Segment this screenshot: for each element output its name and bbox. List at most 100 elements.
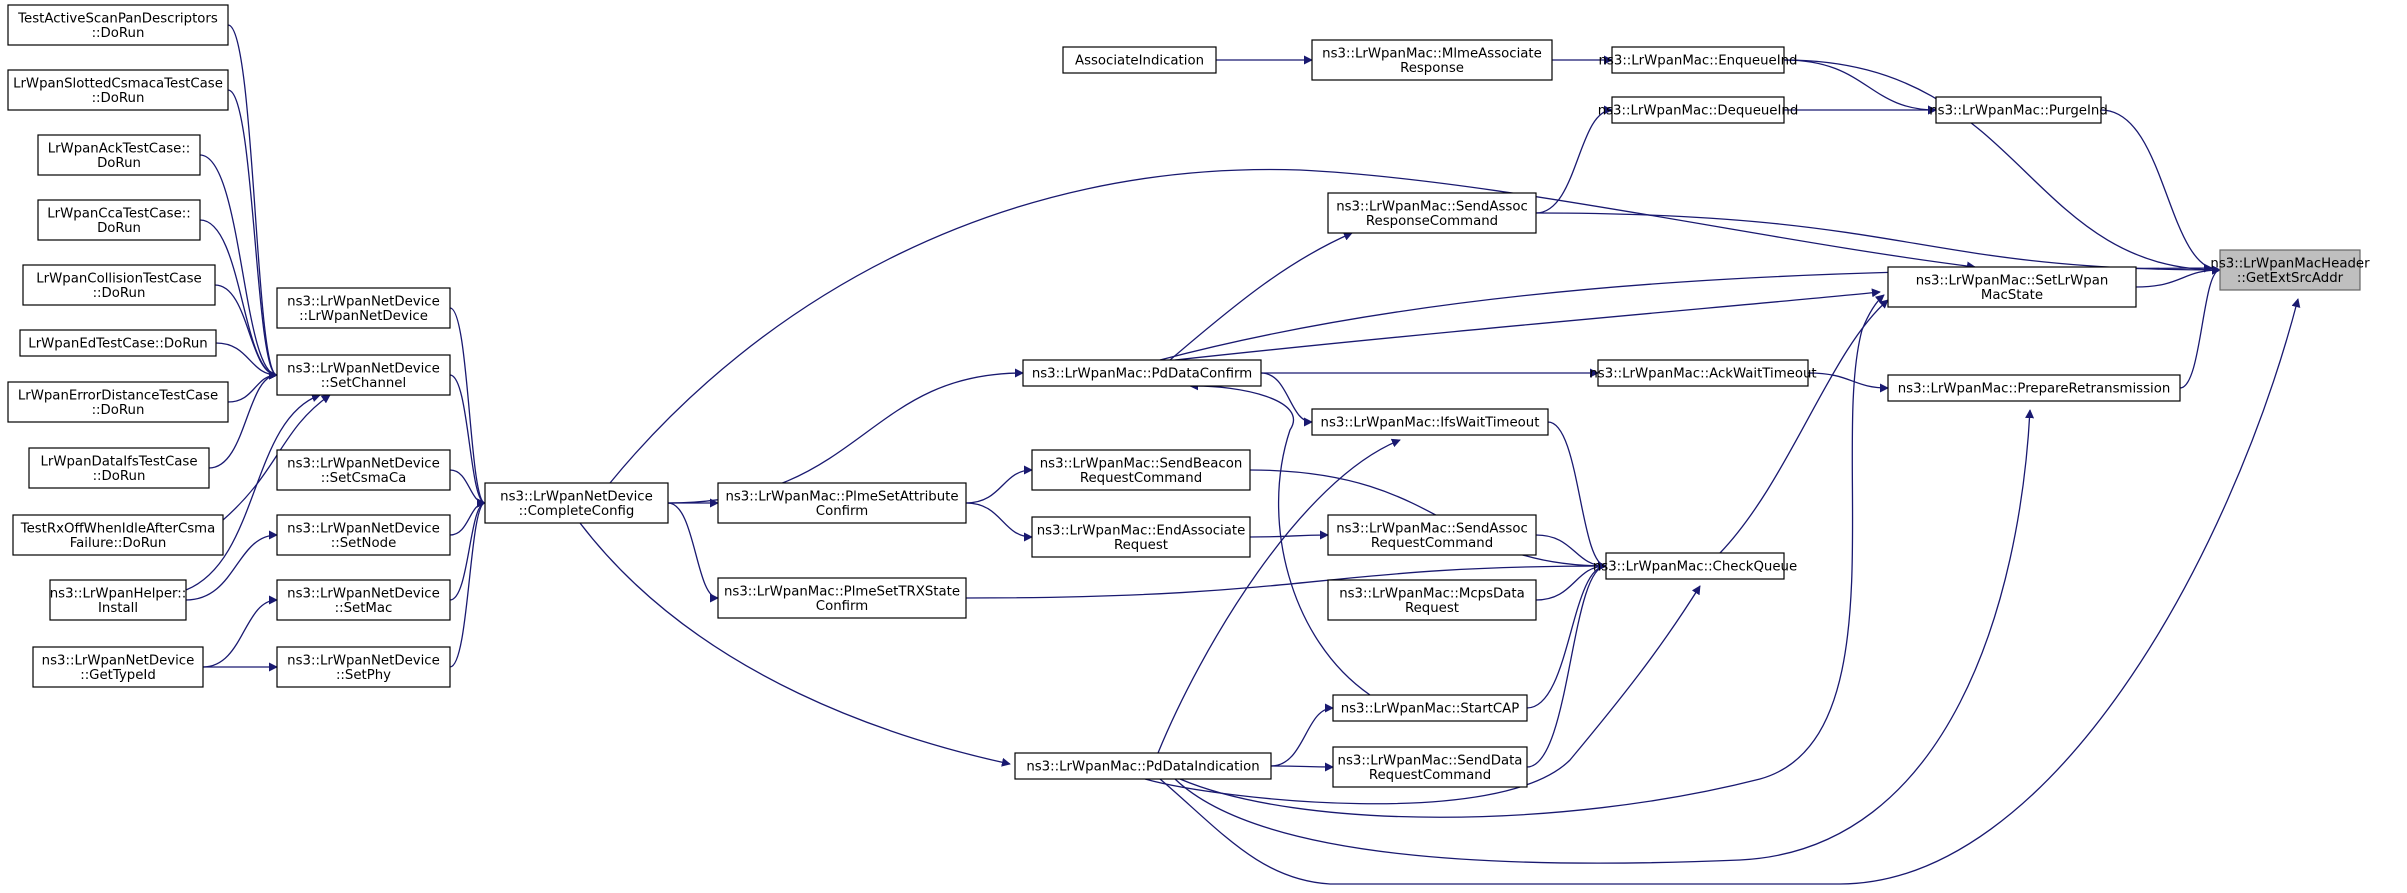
graph-node[interactable]: LrWpanEdTestCase::DoRun (19, 329, 217, 357)
node-box[interactable] (276, 579, 451, 621)
node-box[interactable] (1887, 266, 2137, 308)
node-box[interactable] (276, 354, 451, 396)
call-edge (2179, 265, 2221, 389)
node-box[interactable] (717, 482, 967, 524)
node-box[interactable] (717, 577, 967, 619)
node-box[interactable] (49, 579, 187, 621)
graph-node[interactable]: ns3::LrWpanNetDevice::SetChannel (276, 354, 451, 396)
graph-node[interactable]: ns3::LrWpanMac::IfsWaitTimeout (1311, 408, 1549, 436)
graph-node[interactable]: LrWpanDataIfsTestCase::DoRun (28, 447, 210, 489)
node-box[interactable] (1332, 746, 1528, 788)
node-box[interactable] (1332, 694, 1528, 722)
graph-node[interactable]: ns3::LrWpanMac::PdDataConfirm (1022, 359, 1262, 387)
node-box[interactable] (1327, 514, 1537, 556)
node-box[interactable] (1062, 46, 1217, 74)
node-box[interactable] (32, 646, 204, 688)
graph-node[interactable]: LrWpanCcaTestCase::DoRun (37, 199, 201, 241)
graph-node[interactable]: LrWpanErrorDistanceTestCase::DoRun (7, 381, 229, 423)
node-box[interactable] (1022, 359, 1262, 387)
node-box[interactable] (37, 134, 201, 176)
call-edge (208, 370, 278, 469)
call-edge (1260, 372, 1313, 427)
graph-node[interactable]: ns3::LrWpanMac::PurgeInd (1929, 96, 2108, 124)
graph-node[interactable]: ns3::LrWpanNetDevice::SetPhy (276, 646, 451, 688)
graph-node[interactable]: LrWpanCollisionTestCase::DoRun (22, 264, 216, 306)
node-box[interactable] (7, 381, 229, 423)
node-label: LrWpanSlottedCsmacaTestCase (13, 76, 223, 91)
graph-node[interactable]: ns3::LrWpanMac::PrepareRetransmission (1887, 374, 2181, 402)
graph-node[interactable]: ns3::LrWpanNetDevice::SetMac (276, 579, 451, 621)
graph-node[interactable]: ns3::LrWpanMac::AckWaitTimeout (1589, 359, 1817, 387)
node-box[interactable] (1311, 408, 1549, 436)
node-label: ns3::LrWpanNetDevice (287, 361, 440, 376)
node-box[interactable] (28, 447, 210, 489)
node-box[interactable] (1327, 579, 1537, 621)
call-edge (199, 154, 278, 380)
graph-node[interactable]: ns3::LrWpanNetDevice::CompleteConfig (484, 482, 669, 524)
graph-node[interactable]: ns3::LrWpanMac::PdDataIndication (1014, 752, 1272, 780)
node-box[interactable] (19, 329, 217, 357)
node-label: ns3::LrWpanMac::McpsData (1339, 586, 1525, 601)
node-box[interactable] (37, 199, 201, 241)
graph-node[interactable]: LrWpanSlottedCsmacaTestCase::DoRun (7, 69, 229, 111)
node-box[interactable] (1611, 96, 1785, 124)
node-box[interactable] (276, 287, 451, 329)
node-box[interactable] (22, 264, 216, 306)
graph-node[interactable]: LrWpanAckTestCase::DoRun (37, 134, 201, 176)
node-label: ns3::LrWpanMac::StartCAP (1341, 702, 1520, 717)
node-box[interactable] (7, 4, 229, 46)
node-box[interactable] (1031, 449, 1251, 491)
graph-node[interactable]: ns3::LrWpanNetDevice::LrWpanNetDevice (276, 287, 451, 329)
node-box[interactable] (1605, 552, 1785, 580)
graph-node[interactable]: ns3::LrWpanMac::StartCAP (1332, 694, 1528, 722)
call-edge (185, 530, 278, 601)
node-box[interactable] (1311, 39, 1553, 81)
node-box[interactable] (484, 482, 669, 524)
graph-node[interactable]: ns3::LrWpanMac::EnqueueInd (1599, 46, 1798, 74)
root-node-box[interactable] (2219, 249, 2361, 291)
call-edge (449, 498, 486, 668)
node-box[interactable] (276, 514, 451, 556)
node-label: ns3::LrWpanMac::PrepareRetransmission (1898, 382, 2171, 397)
node-box[interactable] (1597, 359, 1809, 387)
graph-node[interactable]: ns3::LrWpanNetDevice::GetTypeId (32, 646, 204, 688)
node-box[interactable] (276, 449, 451, 491)
node-label: ns3::LrWpanNetDevice (287, 521, 440, 536)
node-box[interactable] (1611, 46, 1785, 74)
node-box[interactable] (7, 69, 229, 111)
graph-node[interactable]: ns3::LrWpanHelper::Install (49, 579, 187, 621)
node-label: RequestCommand (1371, 536, 1493, 551)
node-box[interactable] (1031, 516, 1251, 558)
node-box[interactable] (1327, 192, 1537, 234)
node-box[interactable] (12, 514, 224, 556)
call-edge (1270, 762, 1334, 772)
call-edge (1169, 232, 1353, 361)
graph-node[interactable]: ns3::LrWpanNetDevice::SetCsmaCa (276, 449, 451, 491)
graph-node[interactable]: ns3::LrWpanMac::DequeueInd (1598, 96, 1799, 124)
node-label: Request (1114, 538, 1168, 553)
call-edge (579, 522, 1011, 767)
graph-node[interactable]: AssociateIndication (1062, 46, 1217, 74)
node-box[interactable] (276, 646, 451, 688)
node-label: ::CompleteConfig (519, 504, 635, 519)
graph-node[interactable]: ns3::LrWpanMac::CheckQueue (1593, 552, 1797, 580)
graph-node[interactable]: ns3::LrWpanMacHeader::GetExtSrcAddr (2210, 249, 2370, 291)
node-box[interactable] (1887, 374, 2181, 402)
graph-node[interactable]: TestActiveScanPanDescriptors::DoRun (7, 4, 229, 46)
node-label: LrWpanEdTestCase::DoRun (28, 337, 207, 352)
graph-node[interactable]: ns3::LrWpanNetDevice::SetNode (276, 514, 451, 556)
node-box[interactable] (1935, 96, 2102, 124)
node-label: Install (98, 601, 138, 616)
node-box[interactable] (1014, 752, 1272, 780)
